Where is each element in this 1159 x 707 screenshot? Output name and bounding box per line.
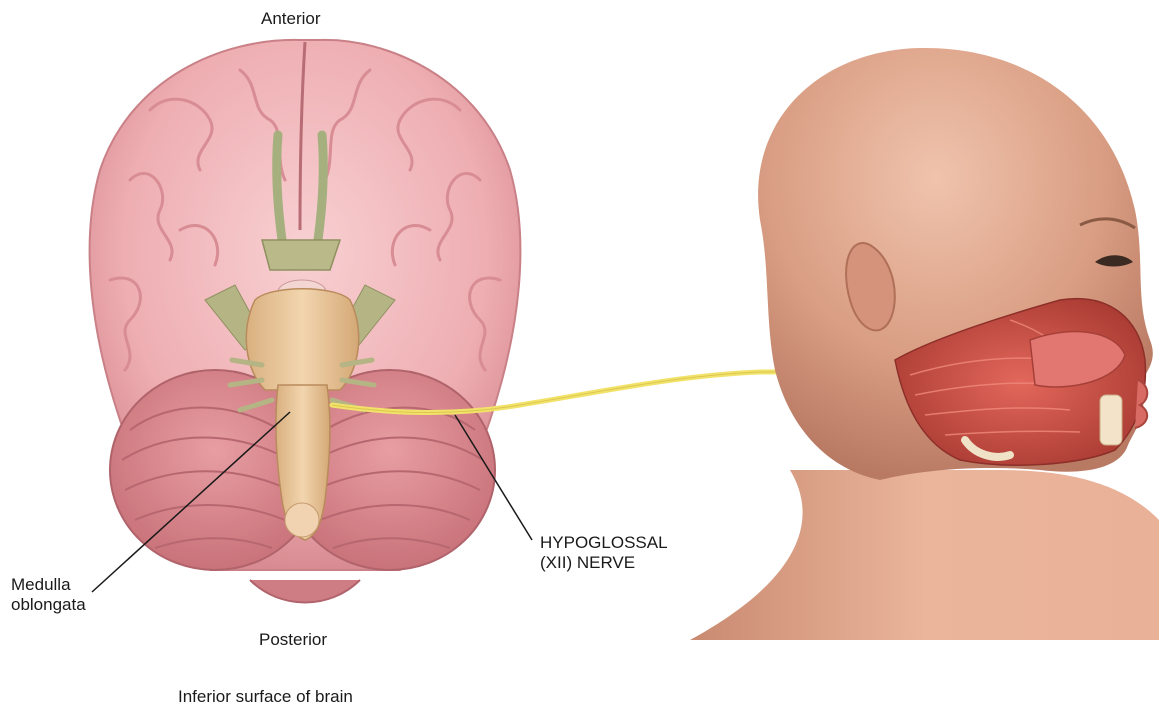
head-lateral-view [690,48,1159,640]
nerve-label-line1: HYPOGLOSSAL [540,533,668,553]
pons [246,289,358,390]
olfactory-tract-left [277,135,282,240]
spinal-cord-section [285,503,319,537]
anterior-label: Anterior [261,9,321,29]
optic-chiasm [262,240,340,270]
hypoglossal-nerve-label: HYPOGLOSSAL (XII) NERVE [540,533,668,573]
mandible [1100,395,1122,445]
medulla-oblongata-label: Medulla oblongata [11,575,86,615]
medulla-label-line2: oblongata [11,595,86,615]
neck [690,470,1159,640]
figure-caption: Inferior surface of brain [178,687,353,707]
medulla-label-line1: Medulla [11,575,86,595]
olfactory-tract-right [318,135,323,240]
nerve-label-line2: (XII) NERVE [540,553,668,573]
posterior-label: Posterior [259,630,327,650]
